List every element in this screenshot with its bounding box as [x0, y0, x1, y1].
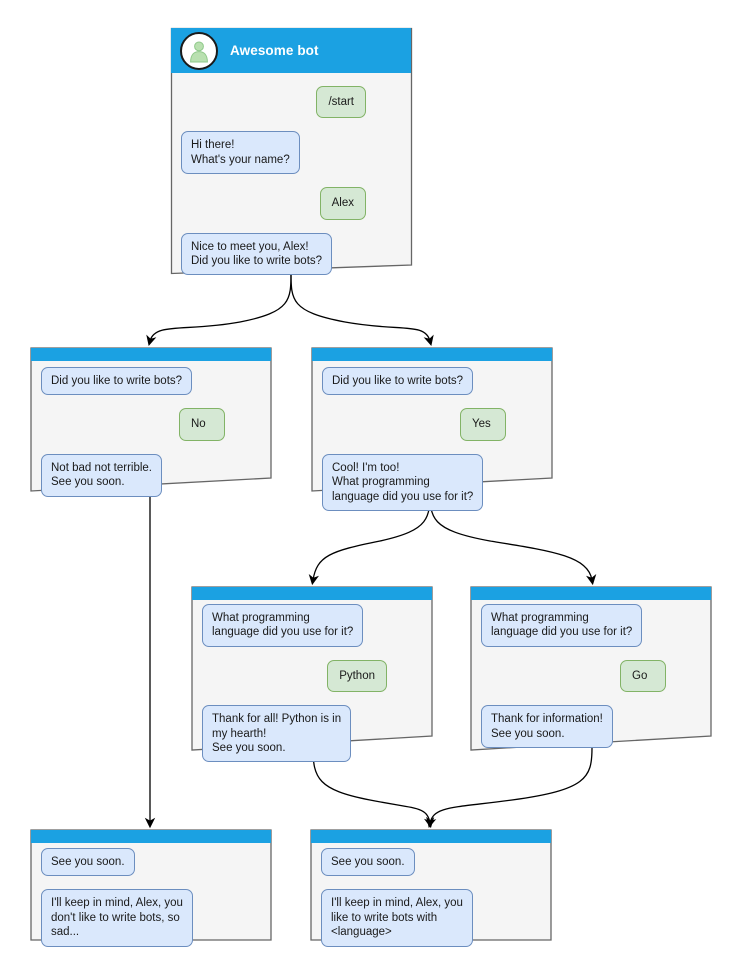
user-message-bubble: Alex	[319, 187, 366, 220]
node-answer-no[interactable]: Did you like to write bots? No Not bad n…	[30, 347, 272, 497]
edge-start-to-no	[146, 271, 292, 347]
user-message-bubble: Yes	[460, 408, 506, 441]
node-lang-go-chat: What programming language did you use fo…	[470, 600, 713, 749]
node-answer-no-body: Did you like to write bots? No Not bad n…	[30, 347, 272, 497]
message-row: Go	[481, 659, 702, 693]
bot-message-bubble: I'll keep in mind, Alex, you like to wri…	[321, 889, 473, 947]
bot-message-bubble: Cool! I'm too! What programming language…	[322, 453, 484, 512]
node-end-sad[interactable]: See you soon. I'll keep in mind, Alex, y…	[30, 829, 272, 947]
message-row: What programming language did you use fo…	[202, 604, 423, 647]
node-answer-yes-body: Did you like to write bots? Yes Cool! I'…	[311, 347, 553, 512]
bot-message-bubble: I'll keep in mind, Alex, you don't like …	[41, 889, 193, 947]
node-end-happy[interactable]: See you soon. I'll keep in mind, Alex, y…	[310, 829, 552, 947]
bot-message-bubble: What programming language did you use fo…	[481, 604, 643, 647]
user-message-bubble: No	[179, 408, 225, 441]
node-answer-no-titlebar	[31, 348, 271, 361]
node-start-titlebar: Awesome bot	[171, 28, 411, 73]
message-row: Hi there! What's your name?	[181, 131, 402, 175]
node-end-sad-body: See you soon. I'll keep in mind, Alex, y…	[30, 829, 272, 947]
node-answer-no-chat: Did you like to write bots? No Not bad n…	[30, 361, 272, 497]
edge-go-to-end-happy	[426, 747, 593, 829]
node-answer-yes-chat: Did you like to write bots? Yes Cool! I'…	[311, 361, 553, 512]
message-row: Thank for information! See you soon.	[481, 705, 702, 749]
node-end-sad-chat: See you soon. I'll keep in mind, Alex, y…	[30, 843, 272, 947]
bot-message-bubble: See you soon.	[321, 848, 415, 877]
bot-message-bubble: Did you like to write bots?	[41, 367, 193, 396]
user-message-bubble: /start	[316, 86, 366, 119]
user-message-bubble: Python	[327, 659, 387, 693]
node-start[interactable]: Awesome bot /start Hi there! What's your…	[170, 27, 413, 276]
message-row: Nice to meet you, Alex! Did you like to …	[181, 232, 402, 276]
bot-message-bubble: Did you like to write bots?	[322, 367, 474, 396]
node-end-happy-body: See you soon. I'll keep in mind, Alex, y…	[310, 829, 552, 947]
bot-message-bubble: Thank for all! Python is in my hearth! S…	[202, 705, 352, 763]
node-answer-yes-titlebar	[312, 348, 552, 361]
bot-message-bubble: See you soon.	[41, 848, 135, 877]
bot-message-bubble: Nice to meet you, Alex! Did you like to …	[181, 232, 333, 276]
node-lang-python-titlebar	[192, 587, 432, 600]
message-row: /start	[181, 86, 402, 119]
message-row: I'll keep in mind, Alex, you like to wri…	[321, 889, 541, 947]
bot-message-bubble: Hi there! What's your name?	[181, 131, 300, 175]
person-avatar-icon	[180, 31, 218, 70]
message-row: No	[41, 408, 261, 441]
node-lang-python[interactable]: What programming language did you use fo…	[191, 586, 434, 763]
node-start-body: Awesome bot /start Hi there! What's your…	[170, 27, 413, 276]
node-lang-python-body: What programming language did you use fo…	[191, 586, 434, 763]
message-row: Alex	[181, 187, 402, 220]
message-row: Did you like to write bots?	[41, 367, 261, 396]
edge-start-to-yes	[290, 271, 434, 347]
node-lang-go-body: What programming language did you use fo…	[470, 586, 713, 752]
node-lang-go[interactable]: What programming language did you use fo…	[470, 586, 713, 752]
node-lang-go-titlebar	[471, 587, 711, 600]
message-row: Did you like to write bots?	[322, 367, 542, 396]
bot-message-bubble: Not bad not terrible. See you soon.	[41, 453, 163, 497]
message-row: Thank for all! Python is in my hearth! S…	[202, 705, 423, 763]
node-end-happy-chat: See you soon. I'll keep in mind, Alex, y…	[310, 843, 552, 947]
message-row: See you soon.	[41, 848, 261, 877]
message-row: Not bad not terrible. See you soon.	[41, 453, 261, 497]
node-start-chat: /start Hi there! What's your name? Alex …	[170, 76, 413, 276]
node-lang-python-chat: What programming language did you use fo…	[191, 600, 434, 763]
node-answer-yes[interactable]: Did you like to write bots? Yes Cool! I'…	[311, 347, 553, 512]
bot-message-bubble: Thank for information! See you soon.	[481, 705, 613, 749]
node-end-sad-titlebar	[31, 830, 271, 843]
user-message-bubble: Go	[620, 659, 666, 693]
message-row: Yes	[322, 408, 542, 441]
message-row: See you soon.	[321, 848, 541, 877]
message-row: What programming language did you use fo…	[481, 604, 702, 647]
node-start-title: Awesome bot	[230, 43, 319, 58]
message-row: Cool! I'm too! What programming language…	[322, 453, 542, 512]
bot-message-bubble: What programming language did you use fo…	[202, 604, 364, 647]
node-end-happy-titlebar	[311, 830, 551, 843]
message-row: I'll keep in mind, Alex, you don't like …	[41, 889, 261, 947]
message-row: Python	[202, 659, 423, 693]
